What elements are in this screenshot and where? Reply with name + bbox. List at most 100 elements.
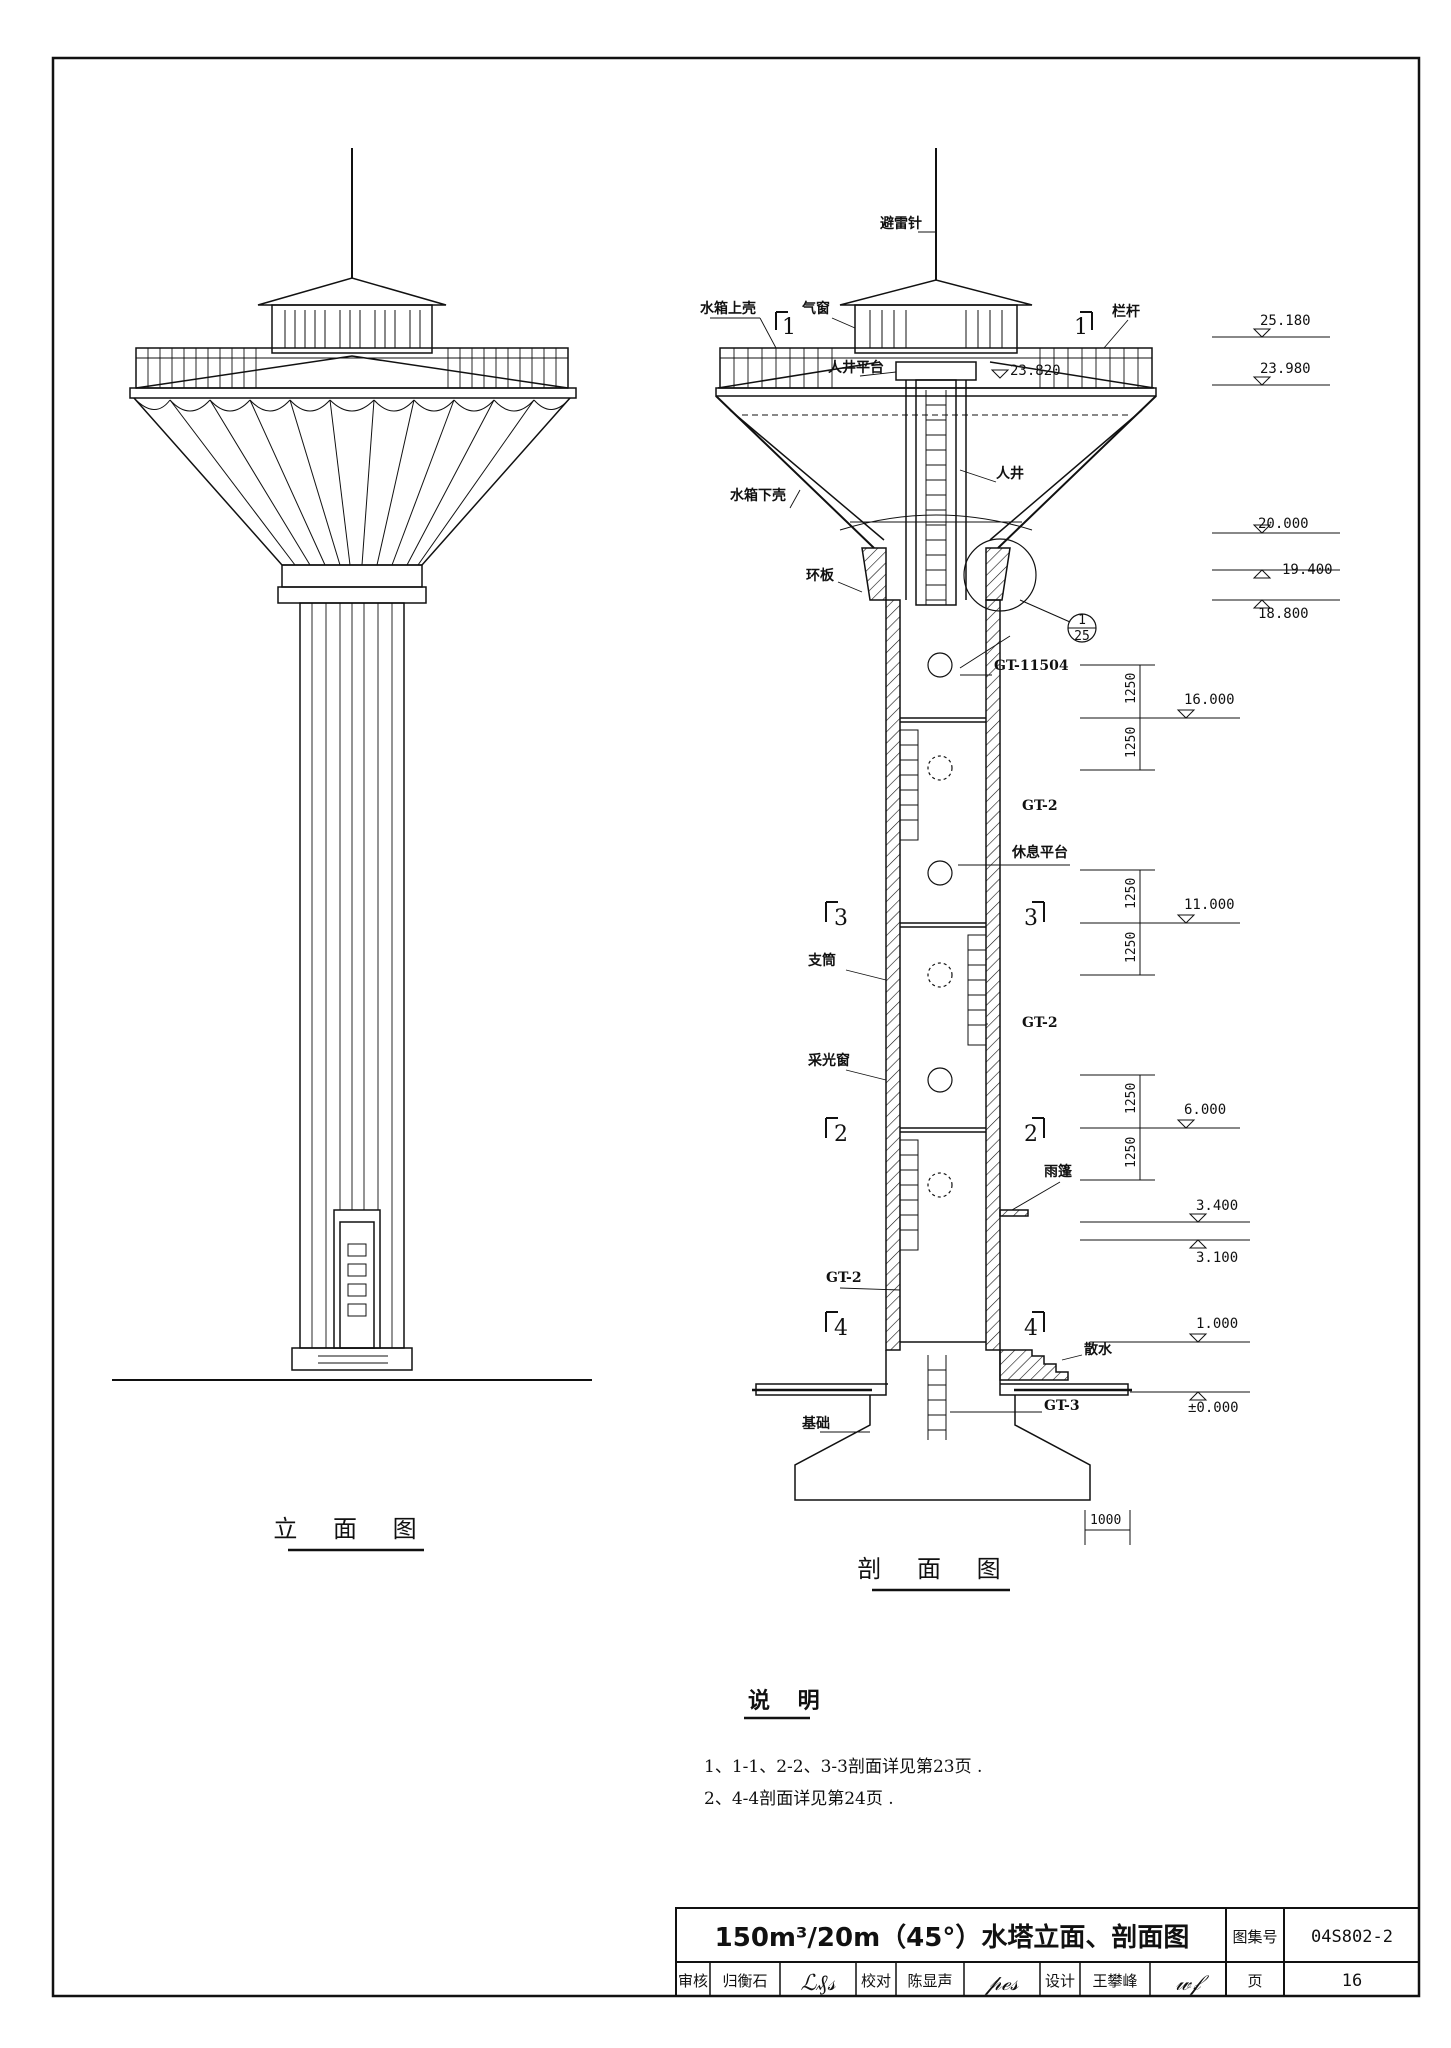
railing bbox=[135, 347, 569, 389]
label-manhole-platform: 人井平台 bbox=[828, 359, 884, 376]
section-tank-shell-inner bbox=[729, 409, 1143, 541]
check-label: 校对 bbox=[861, 1972, 891, 1990]
section-mark-brackets bbox=[775, 311, 1093, 1332]
svg-text:4: 4 bbox=[1024, 1316, 1038, 1341]
section-labels: 避雷针 水箱上壳 气窗 栏杆 人井平台 人井 水箱下壳 环板 GT-11504 … bbox=[700, 215, 1140, 1432]
review-label: 审核 bbox=[678, 1972, 708, 1990]
design-label: 设计 bbox=[1045, 1972, 1075, 1990]
dimension-lines bbox=[1080, 664, 1155, 1545]
note-1: 1、1-1、2-2、3-3剖面详见第23页 . bbox=[704, 1757, 982, 1777]
leader-lines bbox=[710, 231, 1129, 1433]
vent-house bbox=[271, 304, 433, 354]
entrance-steps bbox=[999, 1349, 1069, 1381]
ring-plate bbox=[277, 586, 427, 604]
label-lightning-rod: 避雷针 bbox=[880, 215, 922, 232]
label-railing: 栏杆 bbox=[1112, 303, 1140, 320]
foundation-ladder bbox=[927, 1355, 947, 1440]
svg-text:1250: 1250 bbox=[1124, 932, 1139, 963]
note-2: 2、4-4剖面详见第24页 . bbox=[704, 1789, 894, 1809]
ring-band bbox=[281, 564, 423, 588]
label-manhole: 人井 bbox=[996, 465, 1024, 482]
door-panels bbox=[347, 1243, 367, 1317]
shaft-wall-left bbox=[885, 599, 901, 1351]
section-upper-shell bbox=[717, 361, 1155, 389]
label-gt2-a: GT-2 bbox=[1022, 798, 1058, 814]
checker-signature: 𝓅ℯ𝓈 bbox=[984, 1971, 1019, 1996]
tank-upper-shell bbox=[135, 355, 569, 389]
svg-text:1250: 1250 bbox=[1124, 1137, 1139, 1168]
svg-text:19.400: 19.400 bbox=[1282, 562, 1333, 578]
svg-text:25.180: 25.180 bbox=[1260, 313, 1311, 329]
roof-cap bbox=[257, 277, 447, 306]
svg-text:16.000: 16.000 bbox=[1184, 692, 1235, 708]
tank-rim bbox=[129, 387, 577, 399]
label-lower-shell: 水箱下壳 bbox=[730, 487, 786, 504]
svg-text:3.400: 3.400 bbox=[1196, 1198, 1238, 1214]
svg-text:3.100: 3.100 bbox=[1196, 1250, 1238, 1266]
atlas-number: 04S802-2 bbox=[1311, 1927, 1393, 1947]
svg-text:23.980: 23.980 bbox=[1260, 361, 1311, 377]
label-apron: 散水 bbox=[1084, 1341, 1113, 1358]
reviewer-signature: ℒ₰𝓈 bbox=[801, 1971, 837, 1996]
label-gt3: GT-3 bbox=[1044, 1398, 1080, 1414]
svg-text:3: 3 bbox=[1024, 906, 1038, 931]
section-canopy bbox=[999, 1209, 1029, 1217]
svg-text:±0.000: ±0.000 bbox=[1188, 1400, 1239, 1416]
skylight-windows bbox=[927, 652, 953, 1198]
page-label: 页 bbox=[1247, 1972, 1262, 1990]
railing-posts bbox=[136, 348, 568, 388]
designer-signature: 𝓌𝒻 bbox=[1175, 1971, 1209, 1996]
section-caption: 剖 面 图 bbox=[857, 1555, 1014, 1583]
elevation-markers bbox=[990, 328, 1340, 1401]
label-gt2-b: GT-2 bbox=[1022, 1015, 1058, 1031]
shaft-ladders bbox=[899, 729, 987, 1251]
svg-text:1: 1 bbox=[782, 315, 796, 340]
label-vent-window: 气窗 bbox=[801, 300, 830, 317]
atlas-label: 图集号 bbox=[1232, 1928, 1277, 1946]
svg-text:2: 2 bbox=[834, 1122, 848, 1147]
dimension-values: 1250 1250 1250 1250 1250 1250 1000 bbox=[1090, 673, 1139, 1528]
svg-text:20.000: 20.000 bbox=[1258, 516, 1309, 532]
elevation-values: 25.180 23.980 23.820 20.000 19.400 18.80… bbox=[1010, 313, 1333, 1416]
drawing-title: 150m³/20m（45°）水塔立面、剖面图 bbox=[715, 1922, 1190, 1953]
svg-text:23.820: 23.820 bbox=[1010, 363, 1061, 379]
label-foundation: 基础 bbox=[802, 1415, 830, 1432]
label-gt2-c: GT-2 bbox=[826, 1270, 862, 1286]
intermediate-floors bbox=[900, 717, 986, 1343]
section-ring-plate bbox=[861, 547, 887, 601]
svg-text:1.000: 1.000 bbox=[1196, 1316, 1238, 1332]
page-number: 16 bbox=[1342, 1971, 1362, 1991]
svg-text:1250: 1250 bbox=[1124, 673, 1139, 704]
label-ring-plate: 环板 bbox=[806, 567, 835, 584]
section-view bbox=[710, 148, 1340, 1545]
svg-text:1250: 1250 bbox=[1124, 727, 1139, 758]
designer-name: 王攀峰 bbox=[1092, 1972, 1137, 1990]
detail-ref-num: 1 bbox=[1078, 613, 1086, 628]
label-canopy: 雨篷 bbox=[1044, 1163, 1073, 1180]
manhole-shaft bbox=[915, 379, 957, 606]
manhole-platform bbox=[895, 361, 977, 381]
label-gt1: GT-11504 bbox=[994, 658, 1069, 674]
label-rest-platform: 休息平台 bbox=[1011, 844, 1068, 861]
svg-text:18.800: 18.800 bbox=[1258, 606, 1309, 622]
svg-text:6.000: 6.000 bbox=[1184, 1102, 1226, 1118]
label-support-tube: 支筒 bbox=[807, 952, 836, 969]
svg-text:4: 4 bbox=[834, 1316, 848, 1341]
manhole-ladder bbox=[925, 390, 947, 605]
vent-louvers bbox=[284, 310, 421, 348]
tank-cone-ribs bbox=[133, 397, 571, 566]
detail-ref-page: 25 bbox=[1074, 629, 1090, 644]
tank-lower-cone bbox=[133, 397, 571, 566]
label-upper-shell: 水箱上壳 bbox=[700, 300, 756, 317]
elevation-view bbox=[112, 148, 592, 1381]
label-skylight: 采光窗 bbox=[807, 1052, 850, 1069]
shaft-plinth bbox=[291, 1347, 413, 1371]
elevation-caption: 立 面 图 bbox=[273, 1515, 430, 1543]
svg-text:11.000: 11.000 bbox=[1184, 897, 1235, 913]
title-block bbox=[675, 1907, 1420, 1997]
entrance-door bbox=[333, 1209, 381, 1349]
svg-text:1250: 1250 bbox=[1124, 878, 1139, 909]
svg-text:3: 3 bbox=[834, 906, 848, 931]
section-railing bbox=[719, 347, 1153, 389]
